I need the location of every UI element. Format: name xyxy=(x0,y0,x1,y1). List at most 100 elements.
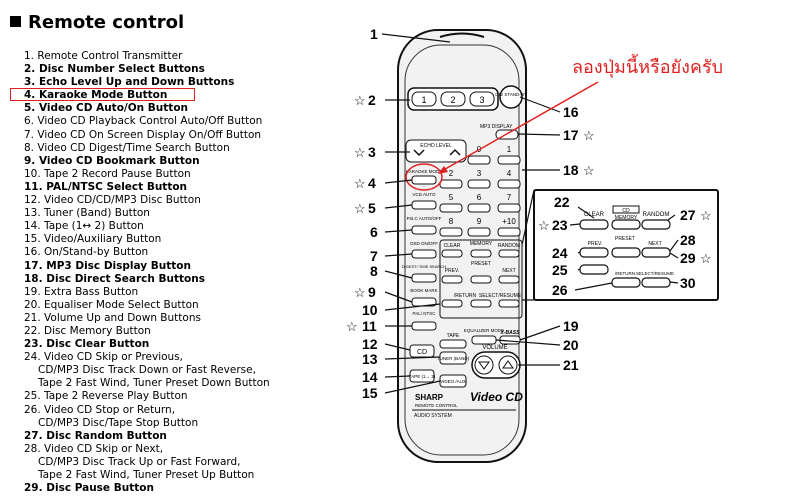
legend-item-number: 5. xyxy=(24,102,36,115)
legend-item-text: Video CD Skip or Next, xyxy=(44,442,164,455)
inset-pause-button[interactable] xyxy=(611,247,641,258)
legend-item: 3. Echo Level Up and Down Buttons xyxy=(24,76,324,89)
svg-text:PRESET: PRESET xyxy=(615,236,635,242)
echo-level-label: ECHO LEVEL xyxy=(420,143,452,149)
legend-item: 12. Video CD/CD/MP3 Disc Button xyxy=(24,194,324,207)
svg-text:SELECT/RESUME: SELECT/RESUME xyxy=(479,293,522,299)
legend-item-text: CD/MP3 Disc/Tape Stop Button xyxy=(38,416,199,429)
svg-text:21: 21 xyxy=(563,357,579,373)
volume-up-button[interactable] xyxy=(498,355,518,375)
svg-text:16: 16 xyxy=(563,104,579,120)
legend-item: 28. Video CD Skip or Next,CD/MP3 Disc Tr… xyxy=(24,443,324,482)
legend-item-number: 25. xyxy=(24,390,41,403)
inset-reverse-play-button[interactable] xyxy=(579,264,609,275)
legend-item-text: Remote Control Transmitter xyxy=(37,50,183,62)
echo-down-button[interactable] xyxy=(413,149,425,157)
svg-text:5: 5 xyxy=(368,200,376,216)
transport-buttons[interactable] xyxy=(441,249,520,308)
legend-item-text: Video CD On Screen Display On/Off Button xyxy=(37,128,262,141)
legend-item: 16. On/Stand-by Button xyxy=(24,246,324,259)
annotation-arrow xyxy=(439,81,599,173)
svg-text:3: 3 xyxy=(479,95,484,105)
legend-item-text: Video CD Stop or Return, xyxy=(44,403,176,416)
inset-stop-button[interactable] xyxy=(611,277,641,288)
inset-next-button[interactable] xyxy=(641,247,671,258)
legend-item-text: Volume Up and Down Buttons xyxy=(44,311,201,324)
annotation-text: ลองปุ่มนี้หรือยังครับ xyxy=(572,54,723,78)
legend-item-number: 11. xyxy=(24,180,43,193)
svg-text:9: 9 xyxy=(477,217,482,226)
vcd-auto-on-button[interactable]: VCD AUTO xyxy=(411,192,437,210)
osd-button[interactable]: OSD ON/OFF xyxy=(410,241,438,259)
legend-item-text: CD/MP3 Disc Track Down or Fast Reverse, xyxy=(38,364,256,377)
legend-item-text: Disc Memory Button xyxy=(44,324,151,337)
tape-record-pause-button[interactable]: TAPE xyxy=(439,333,467,349)
legend-item-text: Video CD Bookmark Button xyxy=(38,154,200,167)
legend-item-number: 17. xyxy=(24,259,43,272)
svg-text:TUNER (BAND): TUNER (BAND) xyxy=(437,356,470,361)
inset-play-button[interactable] xyxy=(641,277,671,288)
svg-text:CD: CD xyxy=(417,349,427,356)
svg-text:30: 30 xyxy=(680,275,696,291)
title-text: Remote control xyxy=(28,12,185,33)
svg-text:4: 4 xyxy=(507,169,512,178)
disc-3-button[interactable]: 3 xyxy=(469,91,495,107)
svg-text:8: 8 xyxy=(449,217,454,226)
legend-item-text: Tape 2 Fast Wind, Tuner Preset Down Butt… xyxy=(38,377,270,390)
inset-prev-button[interactable] xyxy=(579,247,609,258)
svg-text:/RETURN: /RETURN xyxy=(454,293,477,299)
svg-text:☆: ☆ xyxy=(700,251,712,266)
legend-item: 24. Video CD Skip or Previous,CD/MP3 Dis… xyxy=(24,351,324,390)
tape-button[interactable]: TAPE (1↔ 2) xyxy=(409,369,436,383)
echo-up-button[interactable] xyxy=(449,148,461,156)
svg-text:24: 24 xyxy=(552,245,568,261)
svg-text:1: 1 xyxy=(370,26,378,42)
tuner-band-button[interactable]: TUNER (BAND) xyxy=(437,351,470,365)
legend-item-text: Video CD Digest/Time Search Button xyxy=(37,141,230,154)
legend-item-number: 8. xyxy=(24,141,35,154)
inset-memory-button[interactable] xyxy=(611,219,641,230)
svg-text:26: 26 xyxy=(552,282,568,298)
transport-panel-labels: CLEAR MEMORY RANDOM PRESET PREV. NEXT /R… xyxy=(444,241,522,299)
legend-item-text: Tape (1↔ 2) Button xyxy=(44,220,144,233)
legend-item-number: 23. xyxy=(24,338,43,351)
remote-control-caption: REMOTE CONTROL xyxy=(415,403,458,408)
legend-item-number: 27. xyxy=(24,429,43,442)
video-cd-logo: Video CD xyxy=(470,390,523,404)
legend-item-number: 29. xyxy=(24,482,43,495)
legend-item: 2. Disc Number Select Buttons xyxy=(24,63,324,76)
legend-item: 26. Video CD Stop or Return,CD/MP3 Disc/… xyxy=(24,404,324,430)
svg-text:2: 2 xyxy=(368,92,376,108)
legend-item: 22. Disc Memory Button xyxy=(24,325,324,338)
legend-item-text: Tape 2 Reverse Play Button xyxy=(44,390,188,403)
legend-item: 15. Video/Auxiliary Button xyxy=(24,233,324,246)
svg-text:CLEAR: CLEAR xyxy=(444,243,461,249)
volume-down-button[interactable] xyxy=(474,355,494,375)
legend-item-text: On/Stand-by Button xyxy=(44,246,149,259)
svg-text:OSD ON/OFF: OSD ON/OFF xyxy=(410,241,438,246)
svg-text:DIGEST/ TIME SEARCH: DIGEST/ TIME SEARCH xyxy=(402,264,446,269)
svg-text:TAPE: TAPE xyxy=(447,333,460,339)
video-aux-button[interactable]: VIDEO /AUX xyxy=(439,374,467,388)
svg-text:☆: ☆ xyxy=(538,218,550,233)
mp3-display-label: MP3 DISPLAY xyxy=(480,124,513,130)
inset-random-button[interactable] xyxy=(641,219,671,230)
transmitter-window xyxy=(439,32,485,38)
legend-item-text: Equaliser Mode Select Button xyxy=(44,298,199,311)
on-standby-button[interactable]: ON/ STAND-BY xyxy=(495,85,527,109)
legend-item-number: 22. xyxy=(24,324,41,337)
inset-clear-button[interactable] xyxy=(579,219,609,230)
legend-item-text: Disc Clear Button xyxy=(46,338,150,351)
legend-item: 13. Tuner (Band) Button xyxy=(24,207,324,220)
svg-text:MEMORY: MEMORY xyxy=(470,241,493,247)
legend-item-number: 3. xyxy=(24,76,36,89)
svg-text:PREV.: PREV. xyxy=(445,268,460,274)
disc-2-button[interactable]: 2 xyxy=(440,91,466,107)
legend-item-number: 14. xyxy=(24,220,41,233)
svg-text:☆: ☆ xyxy=(354,201,366,216)
svg-text:22: 22 xyxy=(554,194,570,210)
disc-1-button[interactable]: 1 xyxy=(411,91,437,107)
cd-button[interactable]: CD xyxy=(409,344,435,358)
legend-item: 27. Disc Random Button xyxy=(24,430,324,443)
legend-item-text: Video CD Skip or Previous, xyxy=(44,351,184,364)
